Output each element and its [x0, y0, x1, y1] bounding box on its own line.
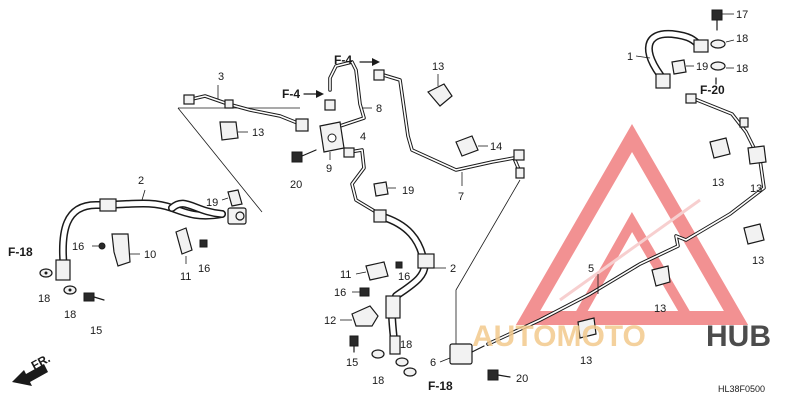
callout-18-f: 18	[736, 63, 748, 75]
callout-14: 14	[490, 141, 502, 153]
callout-13-f: 13	[654, 303, 666, 315]
clip-11-left	[175, 227, 208, 264]
callout-7: 7	[458, 191, 464, 203]
callout-13-a: 13	[252, 127, 264, 139]
pipe-part-7	[373, 69, 525, 186]
watermark-text: AUTOMOTO HUB	[472, 320, 771, 353]
clamp-13-left	[219, 121, 248, 141]
bracket-10	[92, 233, 140, 267]
washer-18-left-b	[63, 285, 77, 295]
callout-16-b: 16	[198, 263, 210, 275]
clamp-14	[455, 135, 488, 157]
bolt-20-lower	[487, 369, 511, 381]
callout-20-lower: 20	[516, 373, 528, 385]
pipe-part-3	[183, 94, 309, 132]
callout-8: 8	[376, 103, 382, 115]
callout-12: 12	[324, 315, 336, 327]
junction-block-9	[319, 121, 345, 160]
ref-arrow-f4b	[303, 90, 324, 98]
washer-18-center-b	[395, 357, 409, 367]
callout-19-right: 19	[696, 61, 708, 73]
clip-19-left	[221, 189, 243, 207]
clip-19-center	[373, 181, 396, 197]
washer-18-left-a	[39, 268, 53, 278]
callout-13-b: 13	[432, 61, 444, 73]
callout-13-d: 13	[750, 183, 762, 195]
bolt-16-center	[352, 287, 370, 297]
callout-18-b: 18	[64, 309, 76, 321]
callout-labels: 1 2 2 3 4 5 6 7 8 9 10 11 11 12 13 13 13…	[38, 9, 764, 387]
callout-15-left: 15	[90, 325, 102, 337]
callout-13-g: 13	[580, 355, 592, 367]
bolt-15-left	[83, 292, 105, 302]
ref-f4-lower: F-4	[282, 87, 300, 101]
brake-hose-rear	[635, 29, 709, 89]
callout-2-center: 2	[450, 263, 456, 275]
watermark-text-dark: HUB	[706, 320, 771, 353]
ref-arrow-f4a	[359, 58, 380, 66]
brake-hose-center	[373, 209, 446, 355]
callout-16-d: 16	[334, 287, 346, 299]
callout-20-upper: 20	[290, 179, 302, 191]
bolt-20-upper	[291, 149, 317, 163]
front-label: FR.	[29, 351, 53, 372]
callout-5: 5	[588, 263, 594, 275]
callout-1: 1	[627, 51, 633, 63]
callout-3: 3	[218, 71, 224, 83]
callout-10: 10	[144, 249, 156, 261]
callout-13-c: 13	[712, 177, 724, 189]
reference-labels: F-4 F-4 F-18 F-18 F-20 FR.	[8, 53, 725, 393]
front-direction-arrow	[12, 364, 48, 386]
joint-block-6	[439, 179, 521, 365]
bolt-17	[711, 9, 734, 31]
brake-hose-left	[55, 189, 247, 281]
ref-f18-left: F-18	[8, 245, 33, 259]
washer-18-center-c	[403, 367, 417, 377]
callout-11-center: 11	[340, 269, 351, 281]
callout-18-c: 18	[372, 375, 384, 387]
pipe-part-5	[486, 93, 766, 346]
callout-9: 9	[326, 163, 332, 175]
callout-15-center: 15	[346, 357, 358, 369]
ref-f4-upper: F-4	[334, 53, 352, 67]
callout-2-left: 2	[138, 175, 144, 187]
callout-16-a: 16	[72, 241, 84, 253]
callout-4: 4	[360, 131, 366, 143]
clamp-13-right-d	[651, 265, 671, 287]
clip-11-center	[355, 261, 403, 281]
callout-16-c: 16	[398, 271, 410, 283]
pipe-part-8	[324, 60, 372, 128]
clamp-13-right-a	[709, 137, 731, 159]
ref-f20: F-20	[700, 83, 725, 97]
callout-19-left: 19	[206, 197, 218, 209]
clamp-13-center	[427, 74, 453, 107]
diagram-code: HL38F0500	[718, 384, 765, 394]
washer-18-right-b	[710, 61, 734, 71]
callout-17: 17	[736, 9, 748, 21]
callout-18-e: 18	[736, 33, 748, 45]
clamp-13-right-e	[577, 317, 597, 339]
callout-18-d: 18	[400, 339, 412, 351]
callout-18-a: 18	[38, 293, 50, 305]
bolt-15-center	[349, 335, 359, 353]
callout-11-left: 11	[180, 271, 191, 283]
clamp-13-right-b	[747, 145, 767, 165]
bracket-12	[340, 305, 379, 327]
pipe-part-4	[343, 147, 378, 214]
callout-19-center: 19	[402, 185, 414, 197]
clamp-13-right-c	[743, 223, 765, 245]
washer-18-right-a	[710, 39, 735, 49]
callout-6: 6	[430, 357, 436, 369]
callout-13-e: 13	[752, 255, 764, 267]
washer-18-center-a	[371, 349, 385, 359]
clip-19-right	[671, 59, 694, 75]
ref-f18-bottom: F-18	[428, 379, 453, 393]
watermark-text-orange: AUTOMOTO	[472, 320, 646, 353]
leader-line-3a	[177, 107, 263, 213]
